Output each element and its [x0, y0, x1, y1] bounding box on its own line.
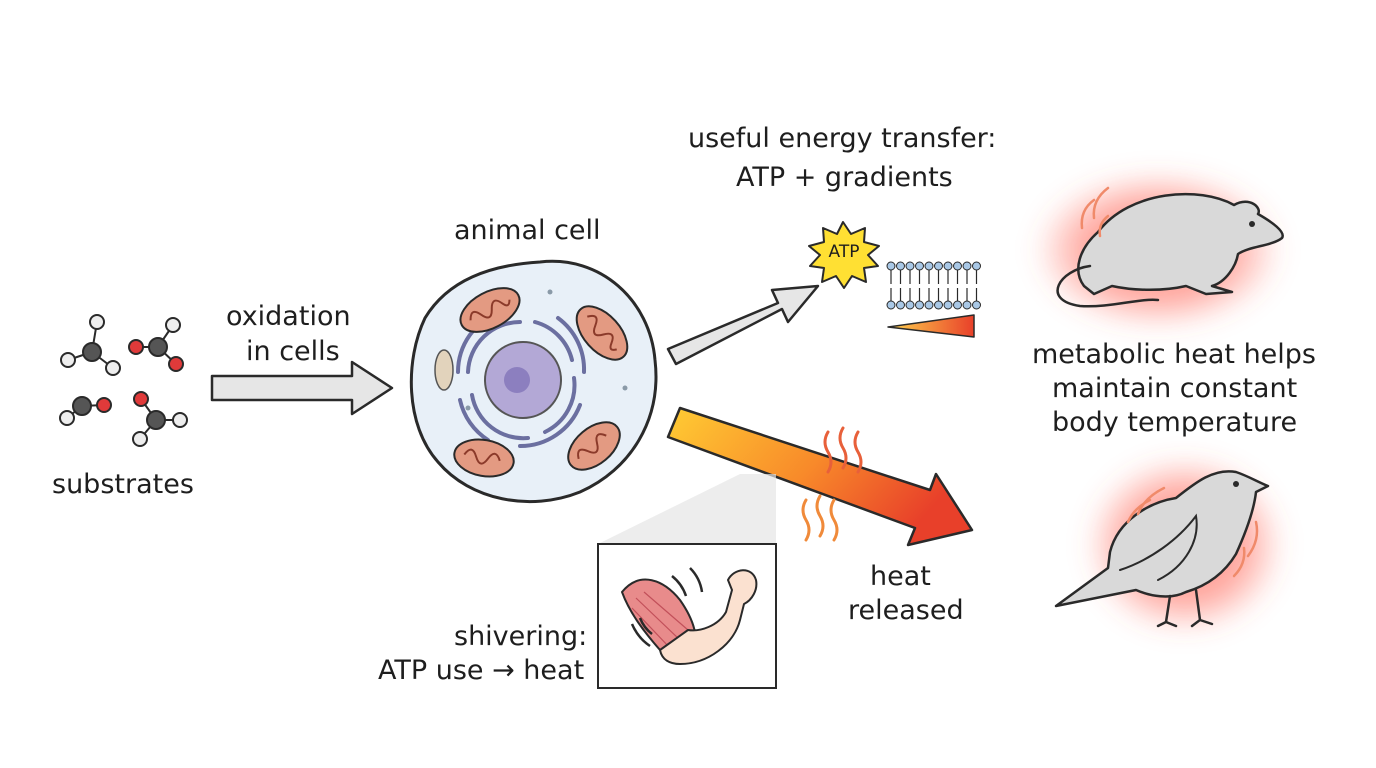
molecule-4 [132, 391, 188, 447]
molecule-1 [60, 314, 121, 376]
heat-released-label-line2: released [848, 595, 964, 626]
cell-granule [465, 405, 471, 411]
useful-energy-label-line1: useful energy transfer: [688, 123, 997, 154]
metabolic-heat-label-line1: metabolic heat helps [1032, 339, 1317, 370]
flexed-arm-icon [621, 567, 758, 665]
shivering-label-line1: shivering: [454, 621, 588, 652]
oxidation-label-line2: in cells [246, 336, 340, 367]
molecule-3 [59, 396, 112, 426]
useful-energy-arrow [666, 284, 820, 366]
atp-starburst-icon [808, 221, 880, 289]
substrates-label: substrates [52, 469, 194, 500]
oxidation-arrow [210, 360, 394, 416]
metabolic-heat-label-line3: body temperature [1052, 407, 1298, 438]
vacuole [434, 349, 454, 391]
shivering-label-line2: ATP use → heat [378, 655, 585, 686]
zoom-callout-wedge [598, 474, 776, 544]
gradient-wedge-icon [887, 314, 975, 338]
metabolic-heat-label-line2: maintain constant [1052, 373, 1298, 404]
lipid-bilayer-icon [886, 261, 981, 310]
rat-icon [1033, 170, 1284, 330]
molecule-icon [59, 314, 188, 447]
heat-wave-icon [823, 426, 863, 474]
molecule-2 [128, 317, 184, 372]
mitochondria [453, 287, 629, 478]
cell-icon [409, 259, 658, 504]
atp-badge-label: ATP [828, 242, 860, 262]
useful-energy-label-line2: ATP + gradients [736, 162, 953, 193]
cell-granule [547, 289, 553, 295]
cell-granule [622, 385, 628, 391]
oxidation-label-line1: oxidation [226, 301, 351, 332]
nucleolus [504, 367, 530, 393]
animal-cell-label: animal cell [454, 215, 601, 246]
heat-released-label-line1: heat [870, 561, 931, 592]
heat-released-arrow [666, 406, 974, 547]
heat-wave-icon [801, 494, 839, 542]
bird-icon [1054, 455, 1285, 635]
